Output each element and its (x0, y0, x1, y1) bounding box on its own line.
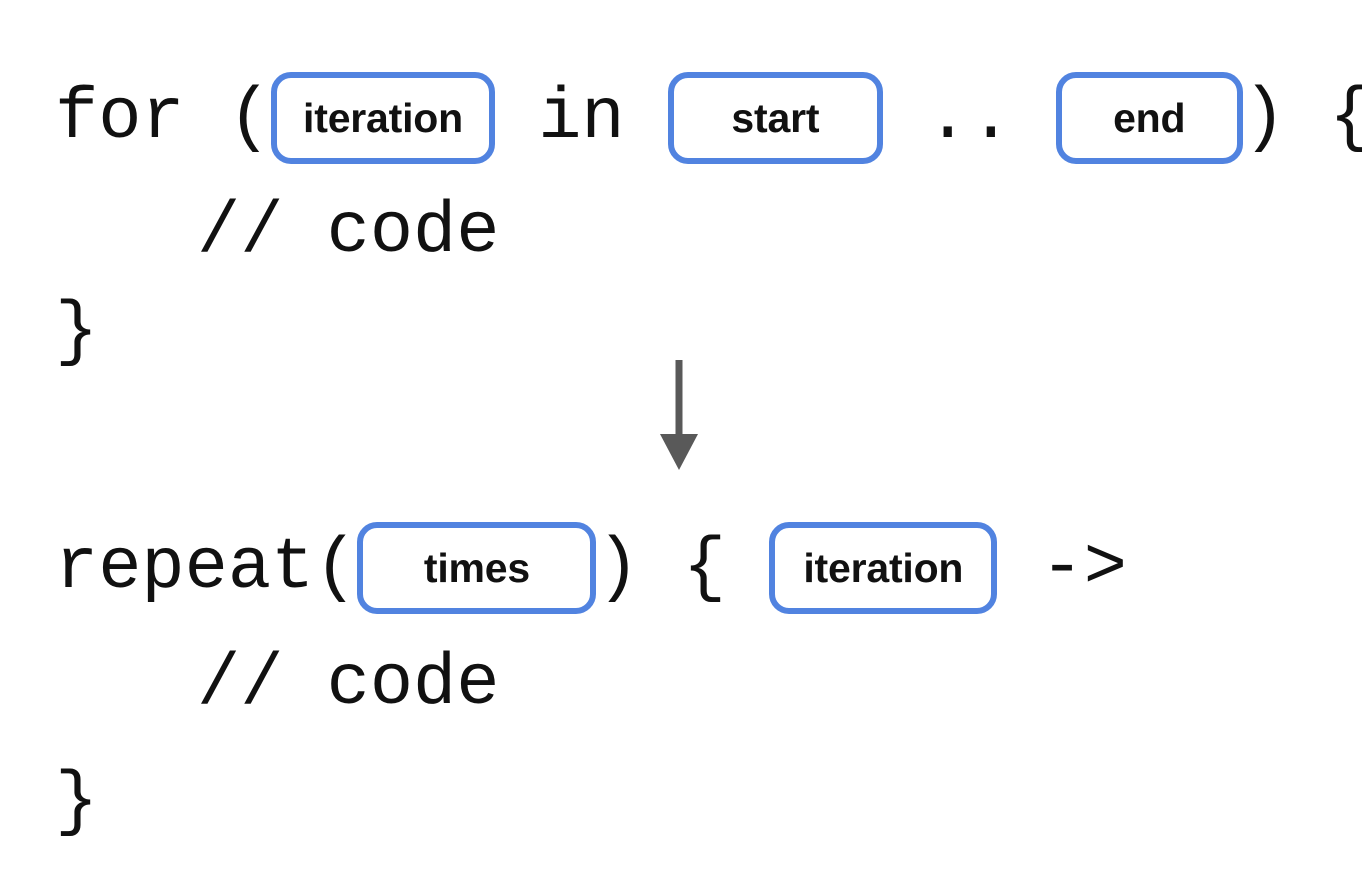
range-operator: .. (926, 77, 1013, 159)
spacer-after-range (1013, 82, 1056, 154)
spacer-before-range (883, 82, 926, 154)
chip-end[interactable]: end (1055, 72, 1243, 164)
repeat-open-brace: { (682, 527, 727, 609)
chip-start[interactable]: start (667, 72, 883, 164)
in-keyword-spacer (495, 82, 538, 154)
for-loop-signature-line: for ( iteration in start .. end ) { (55, 72, 1362, 164)
for-loop-close-brace-line: } (55, 296, 98, 368)
chip-iteration-repeat[interactable]: iteration (769, 522, 998, 614)
spacer-before-lambda-arrow (997, 532, 1040, 604)
for-open-paren: ( (184, 77, 272, 159)
down-arrow-svg (660, 360, 698, 470)
for-open-brace: { (1329, 82, 1362, 154)
comment-code: // code (197, 643, 500, 725)
repeat-signature-line: repeat( times ) { iteration -> (55, 522, 1127, 614)
repeat-keyword: repeat( (55, 527, 358, 609)
chip-times[interactable]: times (357, 522, 597, 614)
down-arrow-icon (648, 358, 712, 474)
spacer-after-in (625, 82, 668, 154)
spacer-before-lambda-brace (640, 532, 683, 604)
for-close-brace: } (55, 291, 99, 373)
repeat-close-paren: ) (596, 527, 640, 609)
repeat-body-comment: // code (197, 648, 499, 720)
for-keyword: for (55, 77, 185, 159)
for-loop-body-comment: // code (197, 196, 499, 268)
for-close-paren: ) (1242, 77, 1286, 159)
lambda-arrow: -> (1040, 527, 1127, 609)
repeat-close-brace: } (55, 761, 99, 843)
repeat-close-brace-line: } (55, 766, 98, 838)
in-keyword: in (538, 77, 625, 159)
spacer-before-brace (1286, 82, 1329, 154)
spacer-after-lambda-brace (726, 532, 769, 604)
comment-code: // code (197, 191, 500, 273)
chip-iteration-for[interactable]: iteration (271, 72, 495, 164)
